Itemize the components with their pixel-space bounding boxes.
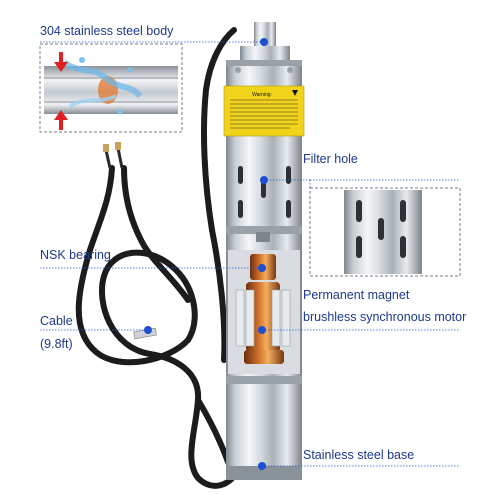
- motor-cutaway: [228, 250, 300, 374]
- warning-title: Warning:: [252, 92, 272, 98]
- power-cable: [75, 27, 241, 489]
- body-closeup-inset: [39, 43, 183, 133]
- filter-closeup-inset: [309, 187, 461, 277]
- callout-nsk-bearing: NSK bearing: [40, 248, 111, 262]
- callout-cable-line1: Cable: [40, 314, 73, 328]
- callout-stainless-base: Stainless steel base: [303, 448, 415, 462]
- callout-magnet-line1: Permanent magnet: [303, 288, 410, 302]
- callout-leaders: [40, 38, 460, 470]
- arrow-up-icon: [54, 110, 68, 130]
- warning-label: Warning:: [223, 85, 305, 137]
- callout-magnet-line2: brushless synchronous motor: [303, 310, 467, 324]
- pump: Warning:: [223, 22, 305, 480]
- cable-wire-ends: [103, 142, 124, 169]
- callout-cable-line2: (9.8ft): [40, 337, 73, 351]
- callout-body: 304 stainless steel body: [40, 24, 174, 38]
- callout-filter-hole: Filter hole: [303, 152, 358, 166]
- water-splash-icon: [62, 57, 143, 115]
- arrow-down-icon: [54, 52, 68, 72]
- filter-holes: [238, 166, 291, 218]
